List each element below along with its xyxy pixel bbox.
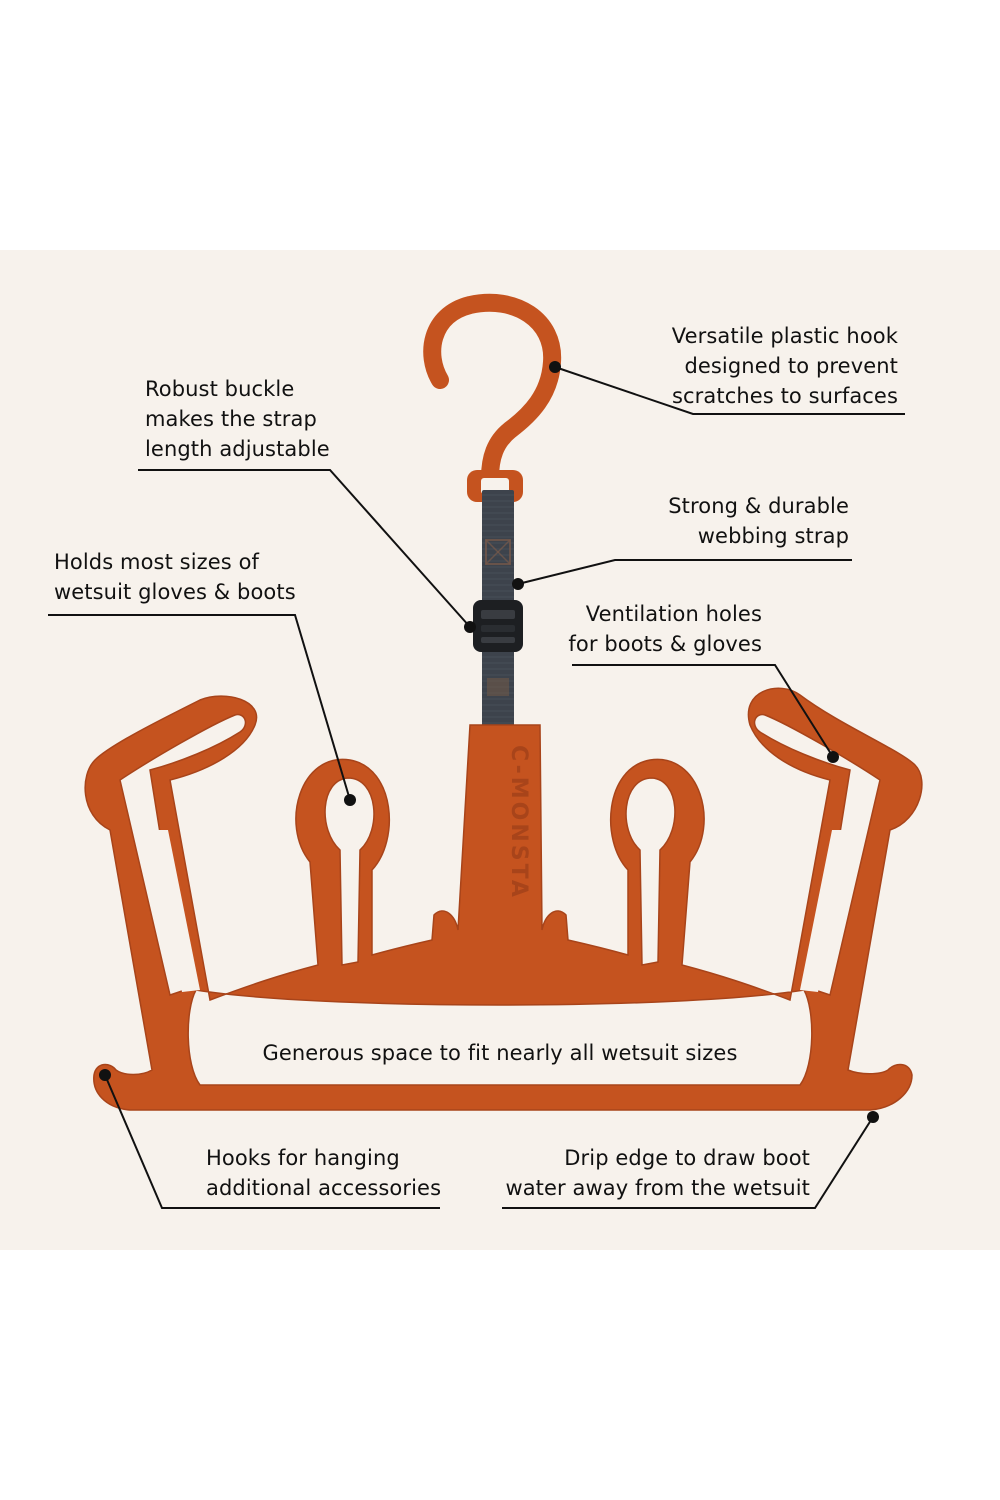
callout-drip-line-1: Drip edge to draw boot	[564, 1146, 810, 1170]
callout-holds-line-2: wetsuit gloves & boots	[54, 580, 296, 604]
callout-holds-line-1: Holds most sizes of	[54, 550, 260, 574]
callout-ventilation-line-2: for boots & gloves	[568, 632, 762, 656]
callout-holds: Holds most sizes of wetsuit gloves & boo…	[54, 547, 296, 607]
callout-buckle-line-2: makes the strap	[145, 407, 317, 431]
ventilation-slot-right	[800, 830, 852, 992]
hook	[423, 293, 562, 502]
callout-drip-line-2: water away from the wetsuit	[505, 1176, 810, 1200]
callout-hooks-line-2: additional accessories	[206, 1176, 442, 1200]
callout-hook-line-2: designed to prevent	[684, 354, 898, 378]
callout-buckle-line-1: Robust buckle	[145, 377, 295, 401]
callout-space-line-1: Generous space to fit nearly all wetsuit…	[262, 1041, 738, 1065]
callout-strap-line-2: webbing strap	[697, 524, 849, 548]
callout-drip: Drip edge to draw boot water away from t…	[505, 1143, 810, 1203]
callout-strap: Strong & durable webbing strap	[668, 491, 849, 551]
callout-space: Generous space to fit nearly all wetsuit…	[200, 1038, 800, 1068]
callout-ventilation: Ventilation holes for boots & gloves	[568, 599, 762, 659]
buckle	[473, 600, 523, 652]
callout-hook-line-3: scratches to surfaces	[671, 384, 898, 408]
callout-hook: Versatile plastic hook designed to preve…	[672, 321, 898, 411]
leader-lines	[48, 366, 905, 1209]
callout-hook-line-1: Versatile plastic hook	[671, 324, 898, 348]
callout-buckle-line-3: length adjustable	[145, 437, 330, 461]
callout-hooks-line-1: Hooks for hanging	[206, 1146, 400, 1170]
callout-hooks: Hooks for hanging additional accessories	[206, 1143, 441, 1203]
ventilation-slot-left	[148, 830, 200, 992]
callout-strap-line-1: Strong & durable	[668, 494, 849, 518]
logo-text: C-MONSTA	[506, 745, 531, 900]
callout-ventilation-line-1: Ventilation holes	[585, 602, 762, 626]
leader-dots	[99, 361, 879, 1123]
callout-buckle: Robust buckle makes the strap length adj…	[145, 374, 330, 464]
